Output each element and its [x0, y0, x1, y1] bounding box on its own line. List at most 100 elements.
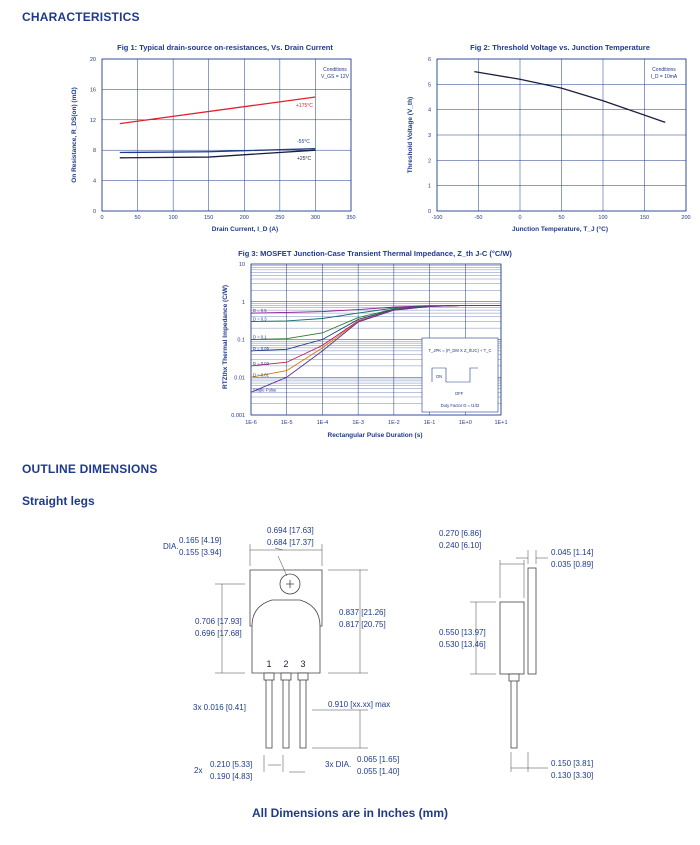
y-tick-label: 20	[90, 57, 96, 63]
y-tick-label: 10	[239, 262, 245, 268]
lead-offset-min: 0.130 [3.30]	[551, 771, 593, 780]
lead-1	[265, 672, 273, 749]
y-tick-label: 8	[93, 148, 96, 154]
tab-thickness-max: 0.045 [1.14]	[551, 548, 593, 557]
x-tick-label: 1E-6	[245, 420, 257, 426]
fig2-chart: Fig 2: Threshold Voltage vs. Junction Te…	[407, 43, 691, 233]
series-line-0	[119, 96, 316, 125]
x-tick-label: 50	[135, 215, 141, 221]
fig3-ylabel: RTZthx Thermal Impedance (C/W)	[222, 285, 229, 389]
y-tick-label: 0.01	[234, 375, 245, 381]
pitch-max: 0.210 [5.33]	[210, 760, 252, 769]
lead-dia-min: 0.055 [1.40]	[357, 767, 399, 776]
fig2-conditions: Conditions	[652, 67, 676, 73]
body-height-min: 0.530 [13.46]	[439, 640, 486, 649]
y-tick-label: 5	[428, 82, 431, 88]
fig3-inset-on: ON	[436, 374, 442, 379]
lead-2	[282, 672, 290, 749]
fig3-inset-duty: Duty Factor D = t1/t2	[441, 403, 480, 408]
duty-label: D = 0.1	[253, 335, 267, 340]
fig3-inset-off: OFF	[455, 391, 464, 396]
pitch-min: 0.190 [4.83]	[210, 772, 252, 781]
y-tick-label: 6	[428, 57, 431, 63]
y-tick-label: 16	[90, 87, 96, 93]
x-tick-label: 1E-2	[388, 420, 400, 426]
y-tick-label: 0	[93, 209, 96, 215]
side-tab	[527, 567, 537, 675]
hole-dia-min: 0.155 [3.94]	[179, 548, 221, 557]
lead-width: 3x 0.016 [0.41]	[193, 703, 246, 712]
width-min: 0.684 [17.37]	[267, 538, 314, 547]
fig1-conditions: Conditions	[323, 67, 347, 73]
front-body	[251, 599, 321, 674]
x-tick-label: 200	[240, 215, 249, 221]
y-tick-label: 2	[428, 158, 431, 164]
x-tick-label: -100	[431, 215, 442, 221]
duty-label: D = 0.01	[253, 372, 270, 377]
series-line-0	[250, 304, 501, 314]
x-tick-label: 1E-5	[281, 420, 293, 426]
fig3-title: Fig 3: MOSFET Junction-Case Transient Th…	[238, 249, 512, 258]
lead-dia-prefix: 3x DIA.	[325, 760, 351, 769]
y-tick-label: 1	[242, 300, 245, 306]
x-tick-label: 250	[275, 215, 284, 221]
y-tick-label: 4	[428, 108, 431, 114]
x-tick-label: -50	[475, 215, 483, 221]
fig2-lines	[474, 71, 666, 123]
fig3-chart: Fig 3: MOSFET Junction-Case Transient Th…	[222, 249, 512, 439]
fig2-conditions-value: I_D = 10mA	[651, 74, 678, 80]
body-height-max: 0.550 [13.97]	[439, 628, 486, 637]
lead-length: 0.910 [xx.xx] max	[328, 700, 390, 709]
hole-height-min: 0.696 [17.68]	[195, 629, 242, 638]
fig1-series-label-m55: -55°C	[297, 139, 310, 145]
dimensions-note: All Dimensions are in Inches (mm)	[251, 806, 449, 820]
fig1-title: Fig 1: Typical drain-source on-resistanc…	[117, 43, 333, 52]
hole-dia-max: 0.165 [4.19]	[179, 536, 221, 545]
series-line-6	[250, 304, 501, 393]
fig2-title: Fig 2: Threshold Voltage vs. Junction Te…	[470, 43, 650, 52]
pin-3: 3	[300, 659, 305, 669]
series-line-0	[474, 71, 666, 123]
fig1-chart: Fig 1: Typical drain-source on-resistanc…	[71, 43, 356, 233]
x-tick-label: 1E-1	[424, 420, 436, 426]
fig3-inset-pulse	[431, 367, 478, 383]
duty-label: Single Pulse	[253, 387, 277, 392]
x-tick-label: 350	[346, 215, 355, 221]
side-body	[499, 601, 525, 675]
x-tick-label: 1E+1	[495, 420, 508, 426]
y-tick-label: 4	[93, 179, 96, 185]
side-depth-max: 0.270 [6.86]	[439, 529, 481, 538]
side-lead	[510, 673, 518, 749]
outline-heading: OUTLINE DIMENSIONS	[22, 462, 158, 476]
pitch-prefix: 2x	[194, 766, 202, 775]
fig1-series-label-175: +175°C	[296, 103, 313, 109]
pin-2: 2	[283, 659, 288, 669]
fig1-conditions-value: V_GS = 12V	[321, 74, 350, 80]
x-tick-label: 300	[311, 215, 320, 221]
y-tick-label: 0	[428, 209, 431, 215]
x-tick-label: 0	[518, 215, 521, 221]
lead-dia-max: 0.065 [1.65]	[357, 755, 399, 764]
pin-numbers: 1 2 3	[266, 659, 305, 669]
x-tick-label: 100	[598, 215, 607, 221]
series-line-1	[119, 148, 316, 154]
duty-label: D = 0.05	[253, 346, 270, 351]
fig3-xlabel: Rectangular Pulse Duration (s)	[328, 432, 423, 439]
x-tick-label: 150	[204, 215, 213, 221]
x-tick-label: 100	[169, 215, 178, 221]
height-max: 0.837 [21.26]	[339, 608, 386, 617]
fig3-duty-labels: D = 0.5D = 0.3D = 0.1D = 0.05D = 0.02D =…	[253, 308, 277, 392]
fig3-inset-formula: T_JPK = (P_DM X Z_thJC) + T_C	[429, 348, 492, 353]
lead-offset-max: 0.150 [3.81]	[551, 759, 593, 768]
y-tick-label: 12	[90, 118, 96, 124]
pin-1: 1	[266, 659, 271, 669]
fig1-grid	[101, 58, 352, 212]
duty-label: D = 0.02	[253, 361, 270, 366]
fig1-xlabel: Drain Current, I_D (A)	[212, 226, 278, 233]
y-tick-label: 3	[428, 133, 431, 139]
duty-label: D = 0.3	[253, 316, 267, 321]
fig3-inset	[421, 337, 499, 413]
y-tick-label: 0.1	[237, 338, 245, 344]
